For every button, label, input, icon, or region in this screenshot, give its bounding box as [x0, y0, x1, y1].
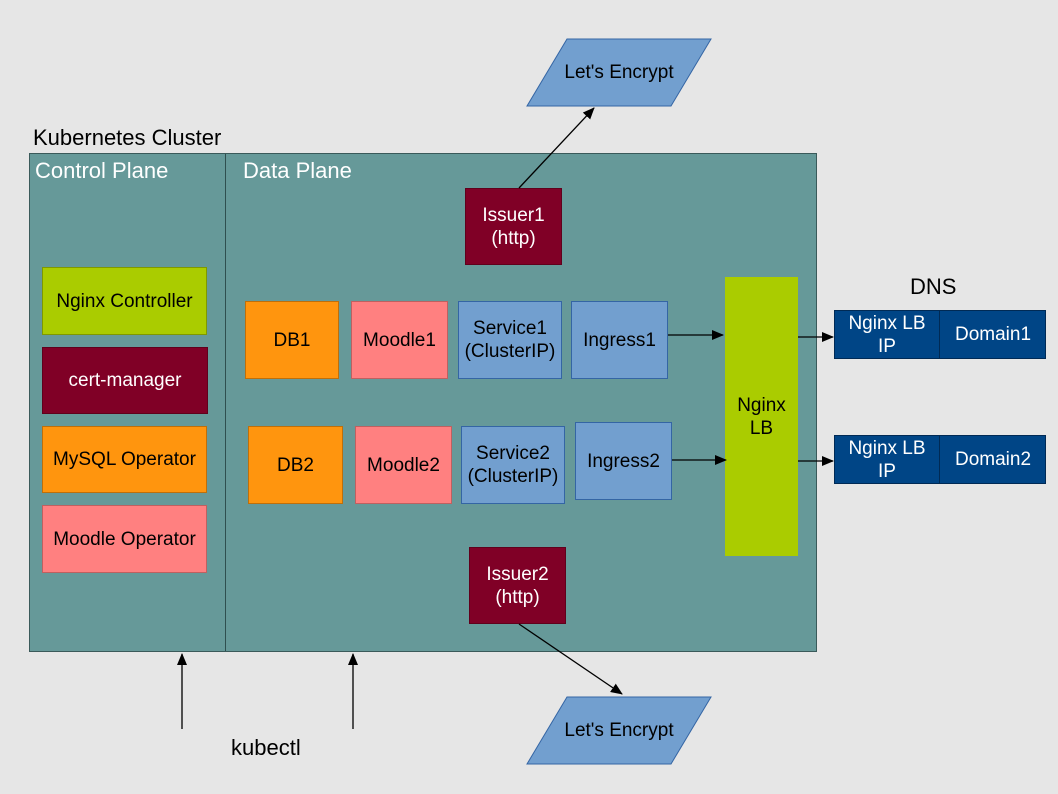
issuer2-protocol: (http)	[495, 586, 540, 608]
db1-label: DB1	[273, 329, 311, 351]
dns-record-2-ip-line1: Nginx LB	[848, 437, 926, 459]
dns-record-1-domain-label: Domain1	[954, 324, 1032, 345]
lets-encrypt-bottom-label: Let's Encrypt	[564, 719, 674, 741]
db2-label: DB2	[277, 454, 314, 476]
nginx-controller-label: Nginx Controller	[56, 290, 193, 312]
control-plane-title: Control Plane	[35, 158, 169, 183]
dns-record-2-domain-label: Domain2	[954, 449, 1032, 470]
issuer2-box[interactable]: Issuer2 (http)	[469, 547, 566, 624]
service2-name: Service2	[476, 443, 550, 464]
dns-record-1-ip-line2: IP	[878, 335, 896, 357]
service1-type: (ClusterIP)	[464, 341, 556, 362]
nginx-controller-box[interactable]: Nginx Controller	[42, 267, 207, 335]
lets-encrypt-bottom-shape[interactable]	[526, 696, 712, 765]
moodle-operator-label: Moodle Operator	[53, 528, 196, 550]
ingress2-box[interactable]: Ingress2	[575, 422, 672, 500]
moodle-operator-box[interactable]: Moodle Operator	[42, 505, 207, 573]
issuer1-name: Issuer1	[482, 204, 545, 226]
dns-title: DNS	[910, 274, 957, 299]
db1-box[interactable]: DB1	[245, 301, 339, 379]
moodle2-box[interactable]: Moodle2	[355, 426, 452, 504]
lets-encrypt-top-shape[interactable]	[526, 38, 712, 107]
dns-record-1-ip-line1: Nginx LB	[848, 312, 926, 334]
mysql-operator-label: MySQL Operator	[53, 449, 196, 470]
ingress2-label: Ingress2	[587, 450, 660, 472]
cluster-title: Kubernetes Cluster	[33, 125, 222, 150]
kubectl-label: kubectl	[231, 735, 301, 760]
ingress1-box[interactable]: Ingress1	[571, 301, 668, 379]
nginx-lb-name: Nginx	[737, 394, 786, 416]
dns-record-2-ip: Nginx LB IP	[835, 436, 940, 483]
cert-manager-label: cert-manager	[68, 370, 182, 391]
moodle1-box[interactable]: Moodle1	[351, 301, 448, 379]
nginx-lb-suffix: LB	[749, 417, 774, 439]
service2-box[interactable]: Service2 (ClusterIP)	[461, 426, 565, 504]
moodle2-label: Moodle2	[367, 454, 440, 476]
ingress1-label: Ingress1	[583, 329, 656, 351]
mysql-operator-box[interactable]: MySQL Operator	[42, 426, 207, 493]
issuer2-name: Issuer2	[486, 563, 549, 585]
dns-record-2-domain: Domain2	[941, 436, 1045, 483]
nginx-lb-box[interactable]: Nginx LB	[725, 277, 798, 556]
cert-manager-box[interactable]: cert-manager	[42, 347, 208, 414]
lets-encrypt-top-label: Let's Encrypt	[564, 61, 674, 83]
dns-record-1-ip: Nginx LB IP	[835, 311, 940, 358]
plane-divider	[225, 154, 226, 651]
dns-record-1-domain: Domain1	[941, 311, 1045, 358]
dns-record-2[interactable]: Nginx LB IP Domain2	[834, 435, 1046, 484]
service1-name: Service1	[473, 318, 547, 339]
issuer1-box[interactable]: Issuer1 (http)	[465, 188, 562, 265]
issuer1-protocol: (http)	[491, 227, 536, 249]
dns-record-2-ip-line2: IP	[878, 460, 896, 482]
moodle1-label: Moodle1	[363, 329, 436, 351]
service1-box[interactable]: Service1 (ClusterIP)	[458, 301, 562, 379]
dns-record-1[interactable]: Nginx LB IP Domain1	[834, 310, 1046, 359]
data-plane-title: Data Plane	[243, 158, 352, 183]
db2-box[interactable]: DB2	[248, 426, 343, 504]
service2-type: (ClusterIP)	[467, 466, 559, 487]
